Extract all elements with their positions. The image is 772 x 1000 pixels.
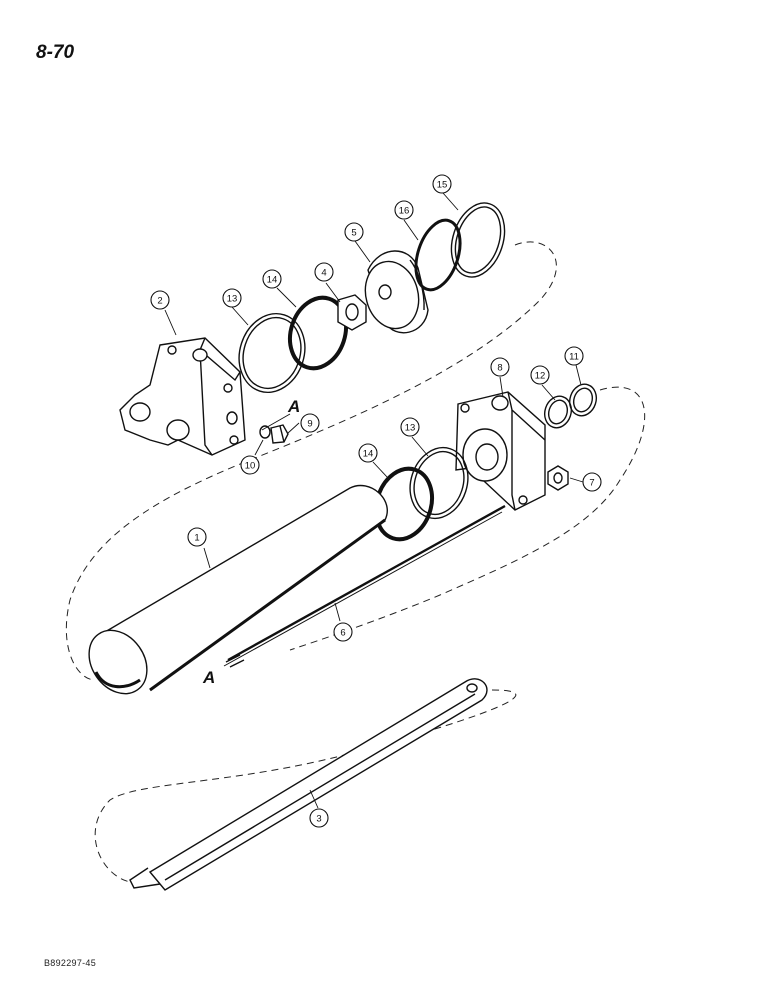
part-14-o-ring-upper [288, 295, 348, 371]
callout-3: 3 [309, 808, 329, 828]
part-12-ring [543, 395, 573, 429]
part-6-tie-rod [223, 504, 506, 668]
svg-text:13: 13 [405, 423, 416, 434]
callout-10: 10 [240, 455, 260, 475]
callout-9: 9 [300, 413, 320, 433]
callout-5: 5 [344, 222, 364, 242]
svg-text:5: 5 [351, 228, 356, 239]
reference-mark-a-upper: A [287, 397, 300, 416]
callout-6: 6 [333, 622, 353, 642]
callout-leaders [164, 192, 584, 809]
callout-16: 16 [394, 200, 414, 220]
part-2-cylinder-head [119, 337, 246, 456]
svg-text:13: 13 [227, 294, 238, 305]
svg-text:10: 10 [245, 461, 256, 472]
page-number: 8-70 [36, 42, 75, 63]
svg-text:2: 2 [157, 296, 162, 307]
svg-text:16: 16 [399, 206, 410, 217]
callout-12: 12 [530, 365, 550, 385]
callout-4: 4 [314, 262, 334, 282]
part-13-backup-ring-lower [409, 446, 469, 520]
callout-13-upper: 13 [222, 288, 242, 308]
svg-text:14: 14 [363, 449, 374, 460]
svg-text:11: 11 [569, 352, 579, 363]
svg-text:12: 12 [535, 371, 546, 382]
part-5-piston [364, 250, 429, 334]
part-15-backup-ring [450, 202, 506, 278]
svg-text:6: 6 [340, 628, 345, 639]
svg-text:14: 14 [267, 275, 278, 286]
svg-text:7: 7 [589, 478, 594, 489]
part-10-washer [259, 425, 271, 439]
part-8-cylinder-base [455, 391, 546, 511]
part-1-barrel [88, 485, 388, 695]
svg-text:8: 8 [497, 363, 502, 374]
callout-11: 11 [564, 346, 584, 366]
part-13-backup-ring-upper [238, 312, 306, 394]
callout-15: 15 [432, 174, 452, 194]
reference-mark-a-lower: A [202, 668, 215, 687]
part-3-piston-rod [129, 678, 488, 891]
part-4-nut [337, 294, 367, 331]
part-11-ring [568, 383, 598, 417]
callout-8: 8 [490, 357, 510, 377]
svg-text:1: 1 [194, 533, 199, 544]
figure-code: B892297-45 [44, 958, 97, 968]
callout-13-lower: 13 [400, 417, 420, 437]
part-7-nut [547, 465, 569, 491]
svg-text:15: 15 [437, 180, 448, 191]
callout-1: 1 [187, 527, 207, 547]
svg-text:9: 9 [307, 419, 312, 430]
svg-text:3: 3 [316, 814, 321, 825]
callout-7: 7 [582, 472, 602, 492]
reference-leader-a-upper [261, 413, 291, 431]
svg-text:4: 4 [321, 268, 326, 279]
callout-2: 2 [150, 290, 170, 310]
callout-14-lower: 14 [358, 443, 378, 463]
callout-14-upper: 14 [262, 269, 282, 289]
part-9-plug [270, 424, 289, 444]
assembly-dashed-lines [65, 241, 646, 883]
